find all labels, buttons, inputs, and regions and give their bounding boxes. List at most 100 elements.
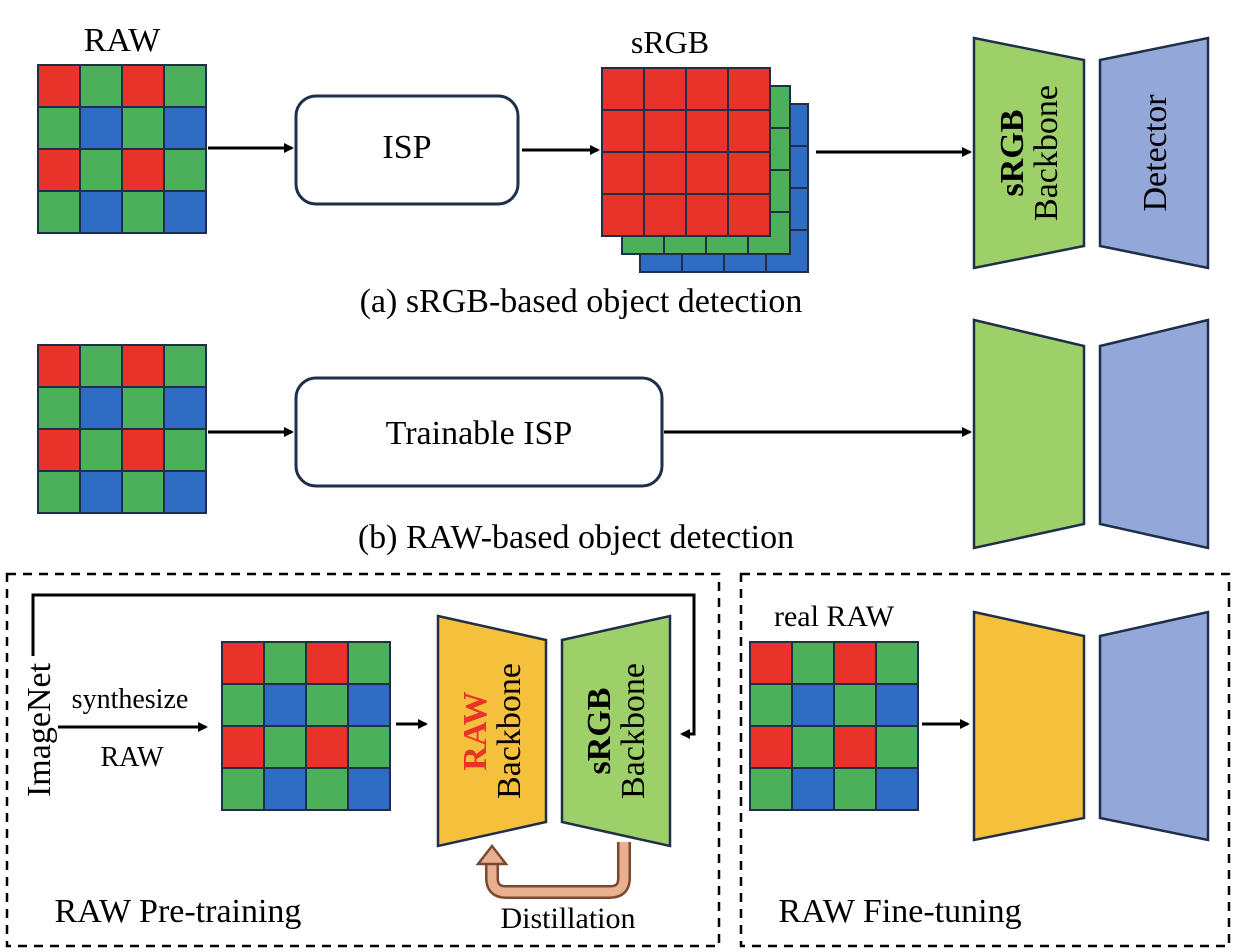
bayer-cell bbox=[163, 428, 207, 472]
bayer-cell bbox=[37, 344, 81, 388]
bayer-cell bbox=[347, 767, 391, 811]
bayer-cell bbox=[163, 470, 207, 514]
bayer-cell bbox=[163, 106, 207, 150]
srgb-red-cell bbox=[601, 109, 645, 153]
bayer-cell bbox=[263, 725, 307, 769]
srgb-red-cell bbox=[643, 67, 687, 111]
isp-label: ISP bbox=[382, 129, 431, 166]
raw-bayer-grid bbox=[37, 64, 207, 234]
bayer-cell bbox=[79, 64, 123, 108]
srgb-red-cell bbox=[727, 67, 771, 111]
isp-box bbox=[294, 94, 520, 206]
bayer-cell bbox=[121, 106, 165, 150]
raw-bayer-grid-b bbox=[37, 344, 207, 514]
srgb-red-cell bbox=[601, 67, 645, 111]
bayer-cell bbox=[37, 470, 81, 514]
bayer-cell bbox=[121, 148, 165, 192]
bayer-cell bbox=[347, 725, 391, 769]
bayer-cell bbox=[221, 767, 265, 811]
detector-shape-finetune bbox=[1098, 610, 1210, 842]
srgb-label: sRGB bbox=[631, 24, 709, 60]
real-raw-label: real RAW bbox=[774, 600, 895, 633]
distillation-arrow bbox=[487, 842, 629, 897]
finetune-panel-border bbox=[739, 572, 1231, 948]
raw-backbone-label: Backbone bbox=[491, 663, 528, 799]
bayer-cell bbox=[305, 767, 349, 811]
srgb-backbone-label-a: Backbone bbox=[1028, 85, 1065, 221]
bayer-cell bbox=[263, 767, 307, 811]
srgb-red-cell bbox=[685, 151, 729, 195]
distillation-arrow-outline bbox=[485, 842, 631, 899]
real-raw-bayer-grid bbox=[749, 641, 919, 811]
trainable-isp-box bbox=[294, 376, 664, 488]
srgb-red-cell bbox=[643, 151, 687, 195]
bayer-cell bbox=[791, 641, 835, 685]
srgb-backbone-label-pretrain: Backbone bbox=[615, 663, 652, 799]
synthetic-raw-bayer-grid bbox=[221, 641, 391, 811]
bayer-cell bbox=[221, 641, 265, 685]
srgb-red-cell bbox=[643, 193, 687, 237]
distillation-label: Distillation bbox=[501, 902, 636, 935]
caption-a: (a) sRGB-based object detection bbox=[360, 283, 803, 320]
raw-backbone-shape bbox=[436, 614, 548, 848]
srgb-red-cell bbox=[601, 193, 645, 237]
bayer-cell bbox=[347, 683, 391, 727]
detector-label: Detector bbox=[1137, 94, 1174, 212]
bayer-cell bbox=[37, 428, 81, 472]
bayer-cell bbox=[79, 470, 123, 514]
srgb-red-cell bbox=[685, 109, 729, 153]
srgb-backbone-shape-a bbox=[972, 36, 1086, 270]
bayer-cell bbox=[79, 386, 123, 430]
bayer-cell bbox=[305, 641, 349, 685]
bayer-cell bbox=[875, 641, 919, 685]
srgb-backbone-shape-b bbox=[972, 318, 1086, 550]
bayer-cell bbox=[121, 190, 165, 234]
bayer-cell bbox=[749, 683, 793, 727]
raw-backbone-bold: RAW bbox=[457, 691, 494, 770]
detector-shape-b bbox=[1098, 318, 1210, 550]
raw-backbone-shape-finetune bbox=[972, 610, 1086, 842]
srgb-red-cell bbox=[727, 109, 771, 153]
bayer-cell bbox=[749, 725, 793, 769]
bayer-cell bbox=[37, 190, 81, 234]
bayer-cell bbox=[37, 148, 81, 192]
raw-label: RAW bbox=[84, 22, 162, 59]
bayer-cell bbox=[79, 344, 123, 388]
bayer-cell bbox=[833, 767, 877, 811]
srgb-red-cell bbox=[727, 151, 771, 195]
srgb-red-cell bbox=[727, 193, 771, 237]
bayer-cell bbox=[833, 683, 877, 727]
bayer-cell bbox=[79, 148, 123, 192]
imagenet-label: ImageNet bbox=[21, 662, 58, 797]
bayer-cell bbox=[79, 106, 123, 150]
bayer-cell bbox=[121, 386, 165, 430]
bayer-cell bbox=[305, 725, 349, 769]
bayer-cell bbox=[875, 725, 919, 769]
bayer-cell bbox=[347, 641, 391, 685]
bayer-cell bbox=[163, 64, 207, 108]
bayer-cell bbox=[263, 641, 307, 685]
bayer-cell bbox=[263, 683, 307, 727]
bayer-cell bbox=[121, 470, 165, 514]
srgb-backbone-shape-pretrain bbox=[560, 614, 672, 848]
bayer-cell bbox=[833, 641, 877, 685]
bayer-cell bbox=[791, 683, 835, 727]
synthesize-label: synthesize bbox=[72, 684, 189, 715]
caption-b: (b) RAW-based object detection bbox=[358, 519, 794, 556]
bayer-cell bbox=[791, 767, 835, 811]
bayer-cell bbox=[305, 683, 349, 727]
srgb-backbone-bold-pretrain: sRGB bbox=[581, 688, 618, 775]
bayer-cell bbox=[121, 428, 165, 472]
distillation-arrowhead bbox=[475, 843, 509, 866]
finetune-panel-title: RAW Fine-tuning bbox=[778, 893, 1021, 930]
synthesize-raw-label: RAW bbox=[100, 742, 164, 773]
bayer-cell bbox=[875, 683, 919, 727]
bayer-cell bbox=[37, 64, 81, 108]
bayer-cell bbox=[833, 725, 877, 769]
bayer-cell bbox=[163, 148, 207, 192]
bayer-cell bbox=[163, 386, 207, 430]
srgb-red-channel bbox=[601, 67, 771, 237]
bayer-cell bbox=[221, 683, 265, 727]
srgb-red-cell bbox=[601, 151, 645, 195]
